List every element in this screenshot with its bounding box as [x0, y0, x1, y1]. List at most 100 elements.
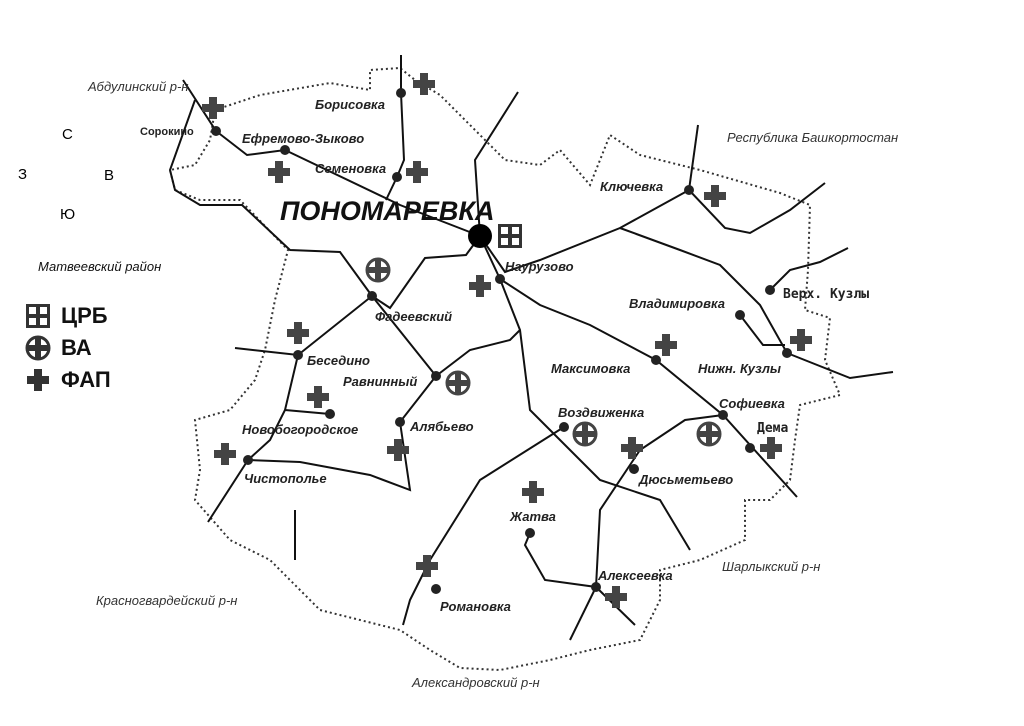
- road: [473, 91, 519, 237]
- plus-icon: [413, 80, 435, 88]
- settlement-label: Верх. Кузлы: [783, 287, 870, 302]
- settlement-dot: [396, 88, 406, 98]
- road: [739, 314, 785, 346]
- settlement-dot: [431, 584, 441, 594]
- settlement-dot: [367, 291, 377, 301]
- settlement-label: Владимировка: [629, 296, 725, 311]
- road: [479, 235, 691, 551]
- settlement-dot: [293, 350, 303, 360]
- region-label: Абдулинский р-н: [88, 79, 189, 94]
- settlement-dot: [765, 285, 775, 295]
- plus-icon: [605, 593, 627, 601]
- circle-cross-icon: [698, 431, 720, 437]
- region-label: Александровский р-н: [412, 675, 540, 690]
- compass-east: В: [104, 167, 115, 184]
- road: [207, 354, 299, 523]
- plus-icon: [214, 450, 236, 458]
- settlement-dot: [395, 417, 405, 427]
- settlement-dot: [684, 185, 694, 195]
- plus-icon: [621, 444, 643, 452]
- settlement-dot: [243, 455, 253, 465]
- settlement-label: Беседино: [307, 353, 370, 368]
- hospital-square-cross-icon: [498, 224, 522, 248]
- settlement-label: Чистополье: [244, 471, 327, 486]
- settlement-label: Алексеевка: [598, 568, 673, 583]
- settlement-label: Жатва: [510, 509, 556, 524]
- settlement-label: Новобогородское: [242, 422, 359, 437]
- settlement-dot: [325, 409, 335, 419]
- settlement-label: Наурузово: [505, 259, 574, 274]
- hospital-square-cross-icon: [26, 304, 50, 328]
- settlement-label: Алябьево: [410, 419, 474, 434]
- region-label: Красногвардейский р-н: [96, 593, 238, 608]
- legend-item-fap: ФАП: [25, 364, 111, 396]
- legend-label: ЦРБ: [61, 303, 108, 328]
- road: [769, 247, 849, 291]
- settlement-label: Нижн. Кузлы: [698, 361, 782, 376]
- settlement-dot: [735, 310, 745, 320]
- settlement-dot: [431, 371, 441, 381]
- settlement-label: Семеновка: [315, 161, 387, 176]
- settlement-dot: [629, 464, 639, 474]
- plus-icon: [287, 329, 309, 337]
- settlement-label: Сорокино: [140, 126, 194, 138]
- road: [371, 295, 521, 378]
- plus-icon: [655, 341, 677, 349]
- road: [371, 235, 481, 310]
- legend-item-crb: ЦРБ: [25, 300, 111, 332]
- compass-north: С: [62, 126, 73, 143]
- road: [385, 55, 406, 201]
- settlement-label: Дема: [757, 421, 789, 436]
- settlement-label: Софиевка: [719, 396, 785, 411]
- settlement-dot: [559, 422, 569, 432]
- settlement-label: Борисовка: [315, 97, 386, 112]
- legend: ЦРБ ВА ФАП: [25, 300, 111, 396]
- settlement-label: Романовка: [440, 599, 511, 614]
- region-label: Матвеевский район: [38, 259, 162, 274]
- road: [688, 124, 699, 191]
- region-label: Шарлыкский р-н: [722, 559, 821, 574]
- settlement-dot: [651, 355, 661, 365]
- plus-icon: [406, 168, 428, 176]
- circle-cross-icon: [25, 335, 51, 361]
- plus-icon: [760, 444, 782, 452]
- road: [168, 99, 374, 357]
- plus-icon: [416, 562, 438, 570]
- settlement-label: Ефремово-Зыково: [242, 131, 365, 146]
- center-dot: [468, 224, 492, 248]
- legend-item-va: ВА: [25, 332, 111, 364]
- settlement-label: Ключевка: [600, 179, 664, 194]
- center-label: ПОНОМАРЕВКА: [280, 196, 495, 226]
- road: [402, 426, 565, 626]
- compass-west: З: [18, 166, 28, 183]
- plus-icon: [704, 192, 726, 200]
- plus-icon: [387, 446, 409, 454]
- plus-icon: [469, 282, 491, 290]
- plus-icon: [202, 104, 224, 112]
- settlement-dot: [718, 410, 728, 420]
- settlement-dot: [495, 274, 505, 284]
- plus-icon: [522, 488, 544, 496]
- road: [499, 278, 798, 498]
- settlement-dot: [525, 528, 535, 538]
- settlement-dot: [211, 126, 221, 136]
- settlement-dot: [745, 443, 755, 453]
- circle-cross-icon: [447, 380, 469, 386]
- compass-south: Ю: [60, 206, 76, 223]
- region-label: Республика Башкортостан: [727, 130, 899, 145]
- plus-icon: [27, 369, 49, 391]
- road: [247, 375, 437, 492]
- plus-icon: [790, 336, 812, 344]
- settlement-dot: [280, 145, 290, 155]
- road: [569, 586, 597, 641]
- settlement-label: Воздвиженка: [558, 405, 645, 420]
- settlement-label: Максимовка: [551, 361, 631, 376]
- plus-icon: [268, 168, 290, 176]
- road: [619, 227, 894, 380]
- settlement-label: Фадеевский: [375, 309, 453, 324]
- legend-label: ФАП: [61, 367, 111, 392]
- settlement-label: Дюсьметьево: [639, 472, 734, 487]
- settlement-label: Равнинный: [343, 374, 418, 389]
